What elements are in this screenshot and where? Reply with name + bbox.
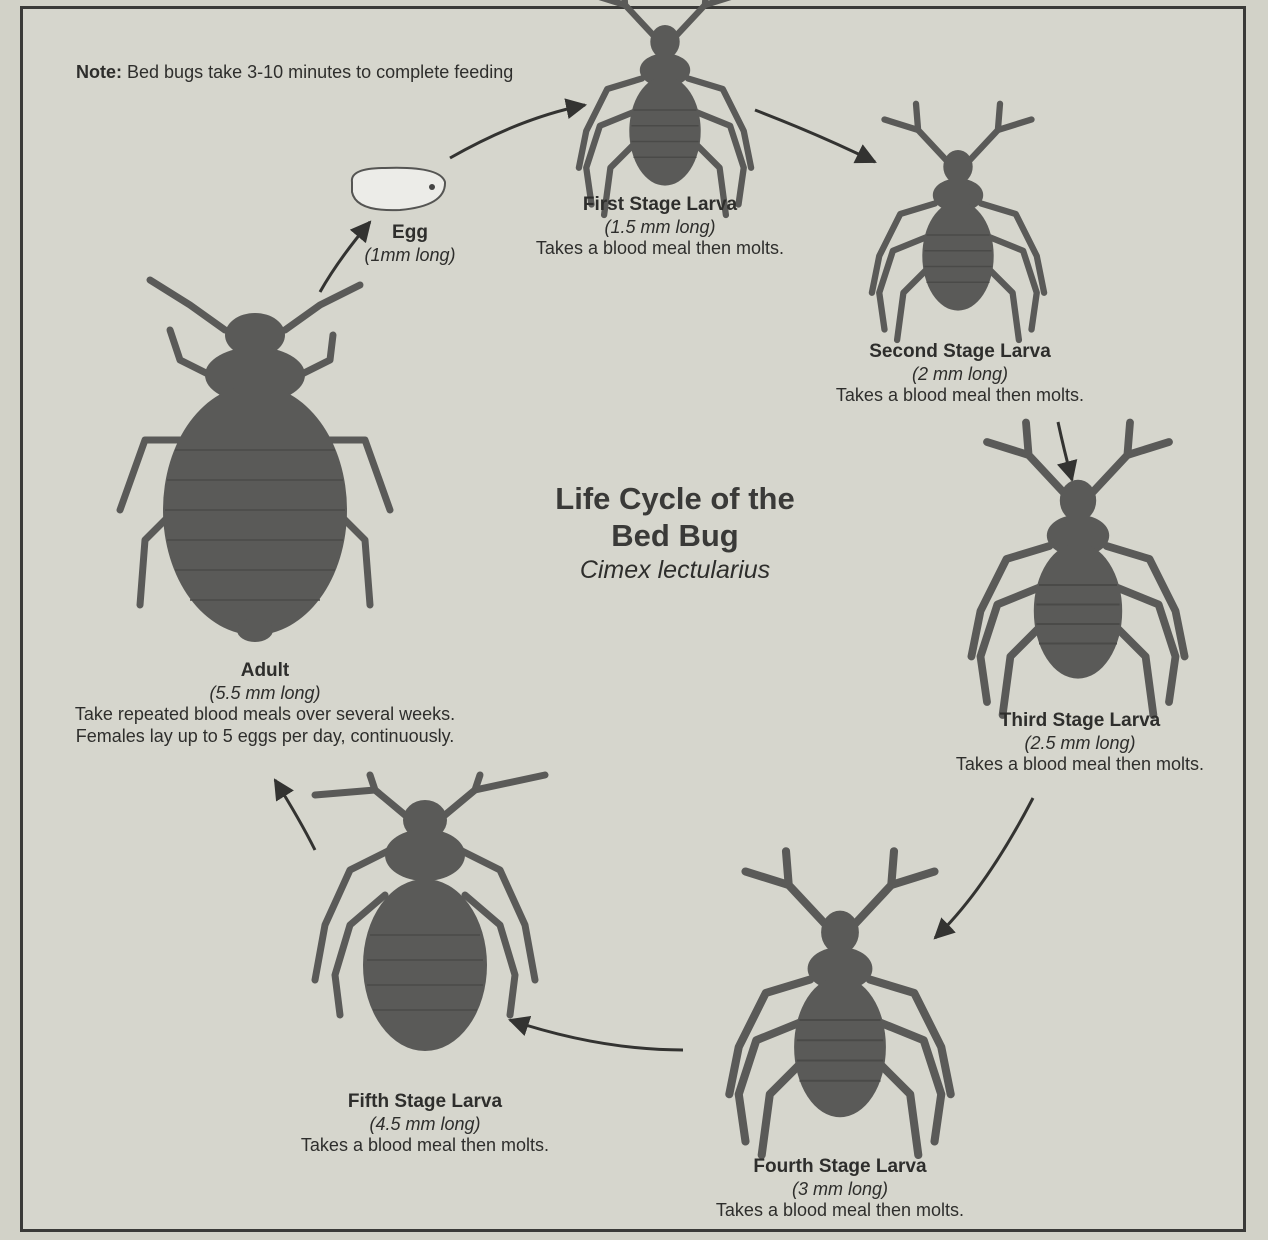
adult-size: (5.5 mm long) [30, 683, 500, 705]
first-stage-size: (1.5 mm long) [490, 217, 830, 239]
third-stage-size: (2.5 mm long) [910, 733, 1250, 755]
fifth-stage-size: (4.5 mm long) [255, 1114, 595, 1136]
title-line-1: Life Cycle of the [500, 480, 850, 517]
egg-shape [352, 168, 445, 210]
third-stage-label: Third Stage Larva (2.5 mm long) Takes a … [910, 710, 1250, 776]
third-stage-name: Third Stage Larva [910, 710, 1250, 733]
first-stage-bug [579, 0, 751, 215]
feeding-note: Note: Bed bugs take 3-10 minutes to comp… [76, 62, 513, 83]
fourth-stage-bug [729, 851, 950, 1155]
first-stage-label: First Stage Larva (1.5 mm long) Takes a … [490, 194, 830, 260]
fourth-stage-name: Fourth Stage Larva [670, 1156, 1010, 1179]
second-stage-desc: Takes a blood meal then molts. [790, 385, 1130, 407]
fifth-stage-desc: Takes a blood meal then molts. [255, 1135, 595, 1157]
adult-label: Adult (5.5 mm long) Take repeated blood … [30, 660, 500, 748]
adult-name: Adult [30, 660, 500, 683]
third-stage-desc: Takes a blood meal then molts. [910, 754, 1250, 776]
first-stage-name: First Stage Larva [490, 194, 830, 217]
adult-desc-2: Females lay up to 5 eggs per day, contin… [30, 726, 500, 748]
first-stage-desc: Takes a blood meal then molts. [490, 238, 830, 260]
second-stage-bug [872, 104, 1044, 340]
fourth-stage-label: Fourth Stage Larva (3 mm long) Takes a b… [670, 1156, 1010, 1222]
note-text: Bed bugs take 3-10 minutes to complete f… [127, 62, 513, 82]
scientific-name: Cimex lectularius [500, 556, 850, 585]
egg-label: Egg (1mm long) [340, 222, 480, 266]
title-line-2: Bed Bug [500, 517, 850, 554]
fifth-stage-label: Fifth Stage Larva (4.5 mm long) Takes a … [255, 1091, 595, 1157]
second-stage-label: Second Stage Larva (2 mm long) Takes a b… [790, 341, 1130, 407]
second-stage-name: Second Stage Larva [790, 341, 1130, 364]
fifth-stage-name: Fifth Stage Larva [255, 1091, 595, 1114]
adult-desc-1: Take repeated blood meals over several w… [30, 704, 500, 726]
second-stage-size: (2 mm long) [790, 364, 1130, 386]
fourth-stage-desc: Takes a blood meal then molts. [670, 1200, 1010, 1222]
note-label: Note: [76, 62, 122, 82]
egg-size: (1mm long) [340, 245, 480, 267]
fifth-stage-bug [315, 775, 545, 1051]
fourth-stage-size: (3 mm long) [670, 1179, 1010, 1201]
egg-name: Egg [340, 222, 480, 245]
diagram-title: Life Cycle of the Bed Bug Cimex lectular… [500, 480, 850, 585]
adult-bug [120, 280, 390, 642]
third-stage-bug [971, 423, 1184, 716]
